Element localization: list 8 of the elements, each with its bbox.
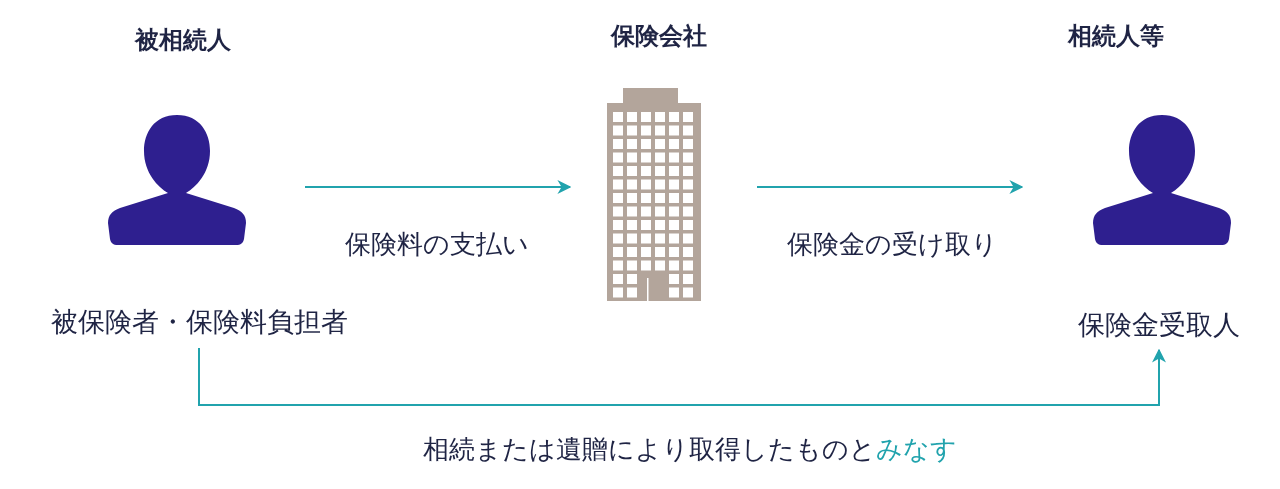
- arrow: [304, 180, 572, 194]
- arrow: [756, 180, 1024, 194]
- role-label: 保険金受取人: [1077, 308, 1241, 342]
- node-heading: 被相続人: [133, 25, 232, 56]
- node-heading: 相続人等: [1066, 21, 1165, 52]
- node-heading: 保険会社: [609, 21, 708, 52]
- role-label: 被保険者・保険料負担者: [49, 305, 349, 339]
- arrow: [198, 347, 1166, 406]
